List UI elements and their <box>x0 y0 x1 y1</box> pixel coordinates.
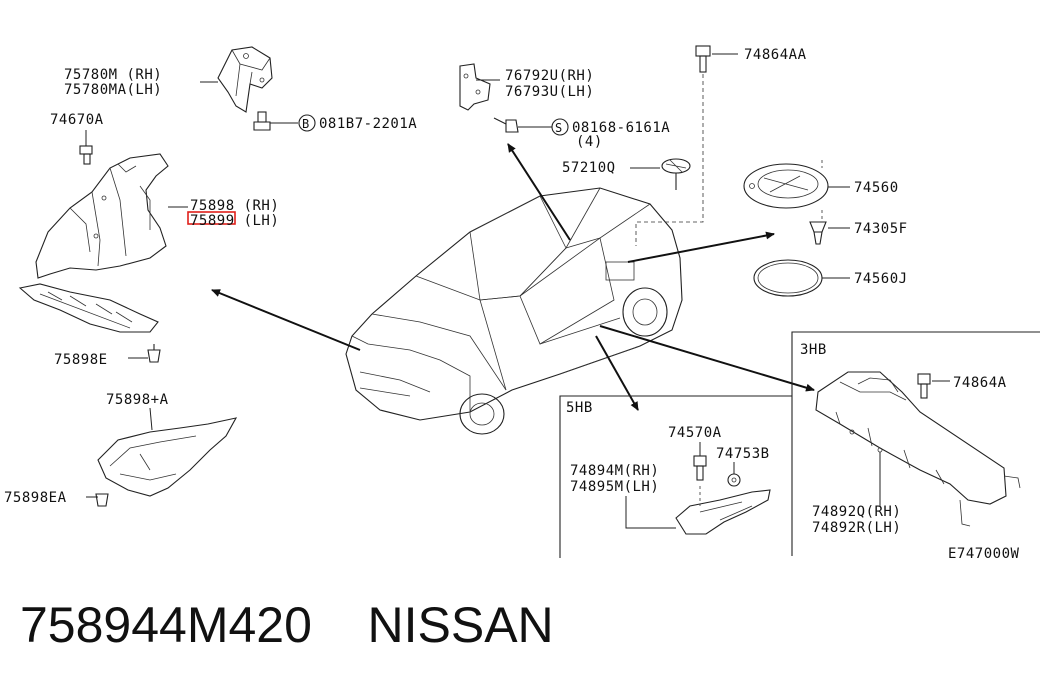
cover-74560-drawing <box>743 163 829 209</box>
label-08168-qty: (4) <box>576 134 603 150</box>
box-5hb-label: 5HB <box>566 400 593 416</box>
label-74894m: 74894M(RH) <box>570 463 659 479</box>
undercover-plate-drawing <box>18 283 159 333</box>
splash-shield-75898-drawing <box>35 153 169 279</box>
label-74570a: 74570A <box>668 425 722 441</box>
bolt-081b7-drawing <box>253 111 271 131</box>
box-3hb-label: 3HB <box>800 342 827 358</box>
bracket-74894-drawing <box>675 486 771 535</box>
nut-74753b-drawing <box>727 473 741 487</box>
label-76793u: 76793U(LH) <box>505 84 594 100</box>
label-75898a: 75898+A <box>106 392 169 408</box>
bolt-08168-drawing <box>493 117 519 133</box>
bolt-74570a-drawing <box>693 455 707 481</box>
box-5hb: 5HB 74570A 74753B 74894M(RH) 74895M(LH) <box>559 395 792 558</box>
highlight-box <box>187 211 236 225</box>
label-081b7: 081B7-2201A <box>319 116 417 132</box>
label-75899lh: 75899 (LH) <box>190 213 279 229</box>
box-3hb: 3HB 74864A 74892Q(RH) 74892R(LH) E747000… <box>791 331 1040 562</box>
clip-75898e-drawing <box>147 344 161 363</box>
bolt-74670a-drawing <box>79 145 93 165</box>
grommet-57210q-drawing <box>661 158 691 190</box>
bolt-74864aa-drawing <box>695 45 711 73</box>
part-number: 758944M420 <box>20 597 312 653</box>
brand-name: NISSAN <box>367 597 554 653</box>
label-74864aa: 74864AA <box>744 47 807 63</box>
label-75898e: 75898E <box>54 352 108 368</box>
label-74892q: 74892Q(RH) <box>812 504 901 520</box>
sill-bracket-drawing <box>815 371 1021 527</box>
label-74864a: 74864A <box>953 375 1007 391</box>
label-57210q: 57210Q <box>562 160 616 176</box>
label-75898ea: 75898EA <box>4 490 67 506</box>
circle-b: B <box>302 117 310 131</box>
label-74892r: 74892R(LH) <box>812 520 901 536</box>
reference-code: E747000W <box>948 546 1020 562</box>
lower-cover-drawing <box>97 417 238 497</box>
label-08168: 08168-6161A <box>572 120 670 136</box>
label-74560: 74560 <box>854 180 899 196</box>
label-76792u: 76792U(RH) <box>505 68 594 84</box>
footer-caption: 758944M420 NISSAN <box>20 596 554 654</box>
bolt-74864a-drawing <box>917 373 931 399</box>
label-75780ma: 75780MA(LH) <box>64 82 162 98</box>
label-74670a: 74670A <box>50 112 104 128</box>
bracket-76792-drawing <box>459 63 491 111</box>
label-74753b: 74753B <box>716 446 770 462</box>
label-75898rh: 75898 (RH) <box>190 198 279 214</box>
clip-74305f-drawing <box>809 221 827 245</box>
clip-75898ea-drawing <box>95 493 109 507</box>
ring-74560j-drawing <box>753 259 823 297</box>
bracket-75780-drawing <box>217 46 273 113</box>
label-74560j: 74560J <box>854 271 908 287</box>
parts-diagram: 75780M (RH) 75780MA(LH) B 081B7-2201A 74… <box>4 45 1040 562</box>
car-drawing <box>345 187 683 435</box>
circle-s: S <box>555 121 563 135</box>
label-74305f: 74305F <box>854 221 908 237</box>
label-75780m: 75780M (RH) <box>64 67 162 83</box>
label-74895m: 74895M(LH) <box>570 479 659 495</box>
